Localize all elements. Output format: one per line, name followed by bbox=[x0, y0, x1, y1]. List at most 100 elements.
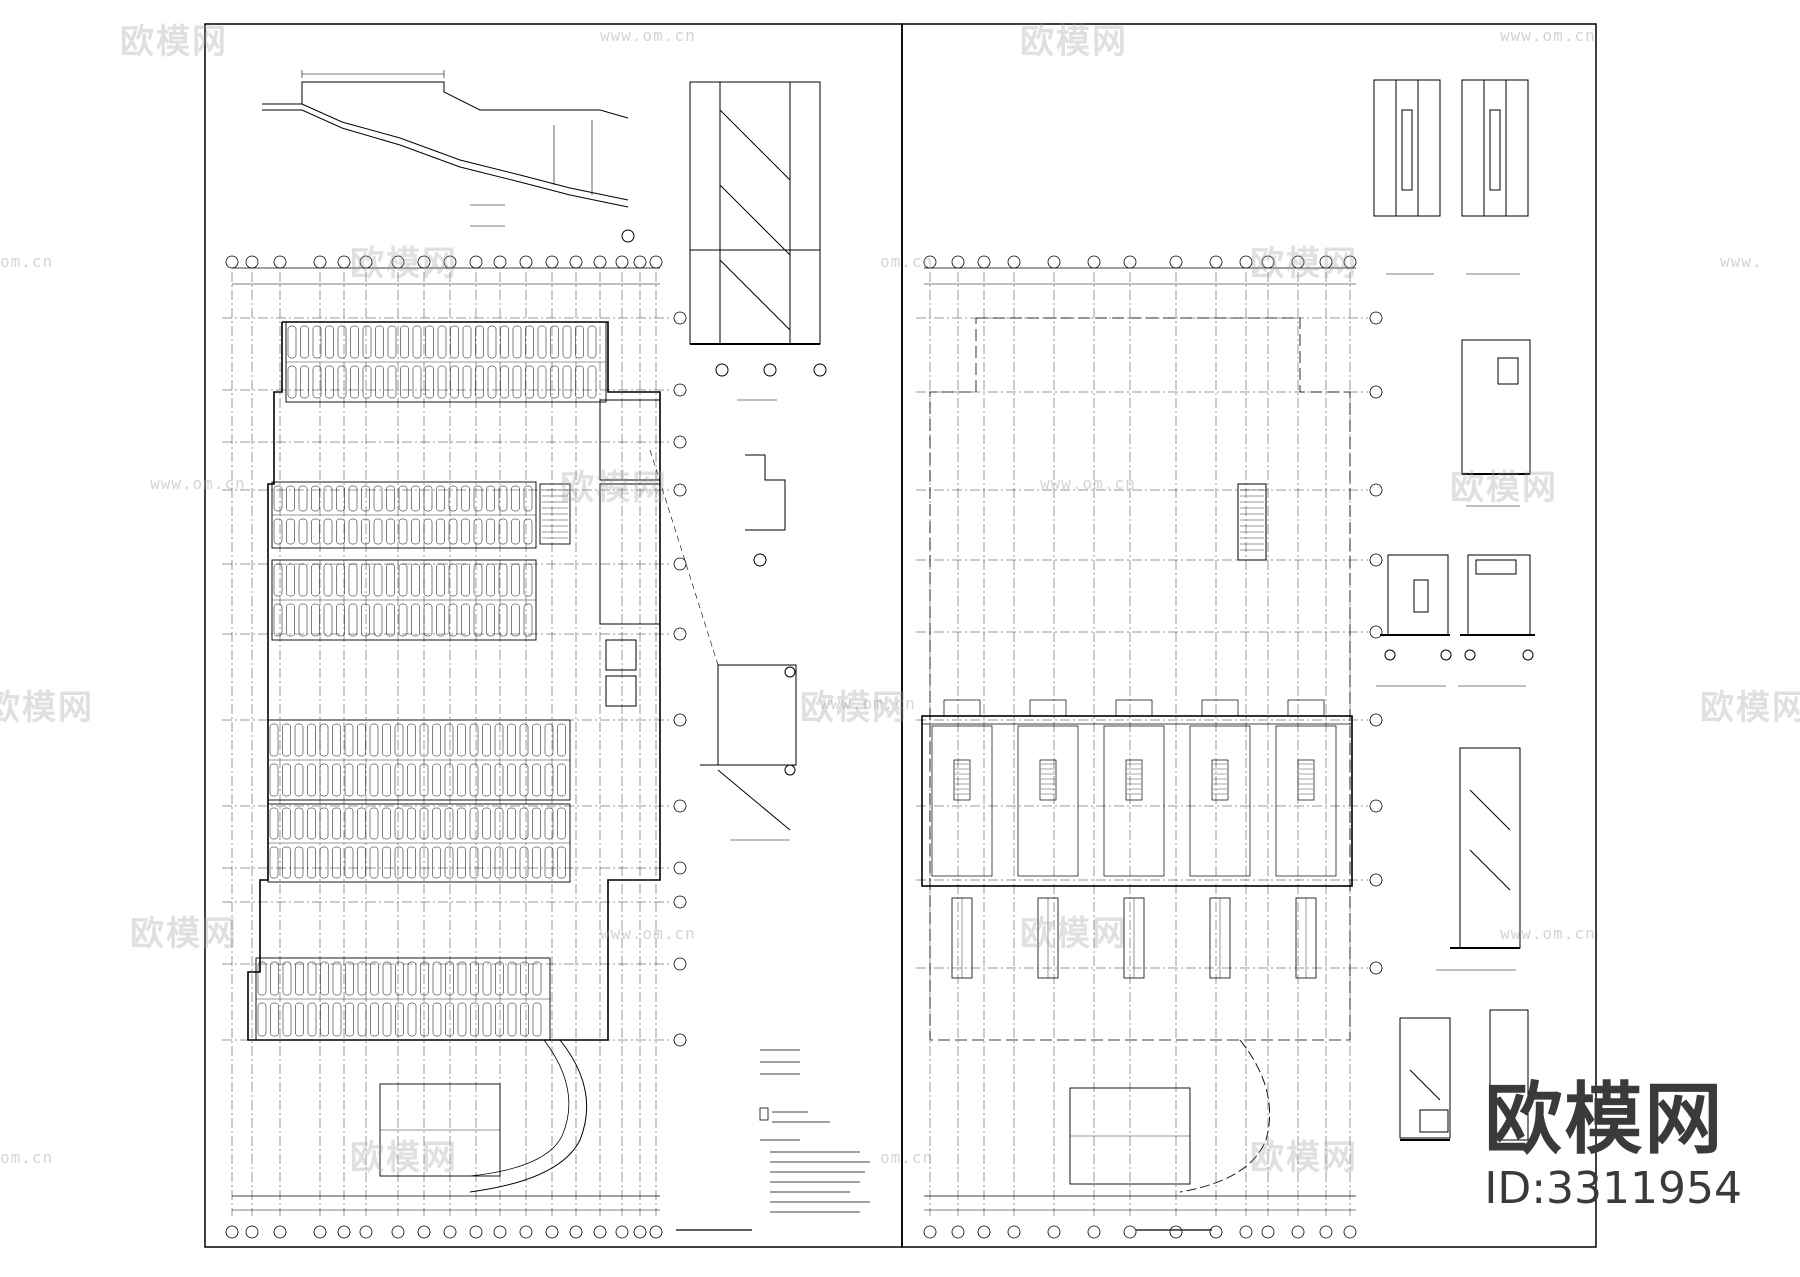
car-stall bbox=[512, 325, 522, 359]
car-stall bbox=[357, 723, 366, 757]
axis-bubble-top bbox=[225, 255, 239, 269]
car-stall bbox=[373, 485, 383, 512]
axis-bubble-right bbox=[673, 957, 687, 971]
car-stall bbox=[507, 763, 516, 797]
car-stall bbox=[461, 563, 470, 597]
car-stall bbox=[269, 723, 279, 757]
car-stall bbox=[507, 1002, 517, 1037]
axis-bubble-bottom bbox=[1169, 1225, 1183, 1239]
car-stall bbox=[544, 723, 554, 757]
car-stall bbox=[273, 518, 283, 545]
car-stall bbox=[398, 603, 408, 637]
car-stall bbox=[519, 807, 529, 840]
car-stall bbox=[373, 603, 383, 637]
car-stall bbox=[519, 763, 529, 797]
car-stall bbox=[311, 563, 320, 597]
axis-bubble-top bbox=[313, 255, 327, 269]
car-stall bbox=[320, 961, 329, 996]
axis-bubble-top bbox=[951, 255, 965, 269]
ramp-box bbox=[605, 675, 637, 707]
car-stall bbox=[575, 365, 584, 399]
axis-bubble-right bbox=[1369, 625, 1383, 639]
axis-bubble-top bbox=[1319, 255, 1333, 269]
car-stall bbox=[400, 325, 409, 359]
axis-bubble-bottom bbox=[443, 1225, 457, 1239]
car-stall bbox=[423, 485, 433, 512]
axis-bubble-top bbox=[977, 255, 991, 269]
car-stall bbox=[375, 325, 384, 359]
sheet-frames bbox=[204, 23, 1597, 1248]
car-stall bbox=[300, 325, 309, 359]
car-stall bbox=[469, 807, 479, 840]
car-stall bbox=[307, 961, 317, 996]
car-stall bbox=[336, 518, 345, 545]
car-stall bbox=[295, 961, 304, 996]
car-stall bbox=[495, 961, 504, 996]
right-stair-details bbox=[1373, 79, 1535, 1141]
car-stall bbox=[286, 485, 295, 512]
car-stall bbox=[357, 807, 366, 840]
axis-bubble-top bbox=[1007, 255, 1021, 269]
car-stall bbox=[507, 846, 516, 879]
axis-bubble-right bbox=[673, 1033, 687, 1047]
car-stall bbox=[469, 723, 479, 757]
car-stall bbox=[382, 846, 391, 879]
car-stall bbox=[407, 961, 417, 996]
car-stall bbox=[323, 603, 333, 637]
car-stall bbox=[520, 961, 529, 996]
car-stall bbox=[462, 325, 472, 359]
car-stall bbox=[411, 563, 420, 597]
car-stall bbox=[473, 518, 483, 545]
axis-bubble-top bbox=[273, 255, 287, 269]
car-stall bbox=[350, 325, 359, 359]
car-stall bbox=[436, 518, 445, 545]
axis-bubble-bottom bbox=[519, 1225, 533, 1239]
car-stall bbox=[332, 723, 341, 757]
car-stall bbox=[523, 563, 533, 597]
car-stall bbox=[419, 807, 429, 840]
axis-bubble-top bbox=[923, 255, 937, 269]
car-stall bbox=[432, 846, 441, 879]
car-stall bbox=[523, 603, 533, 637]
axis-bubble-right bbox=[673, 627, 687, 641]
car-stall bbox=[323, 563, 333, 597]
car-stall bbox=[423, 518, 433, 545]
unit-outline bbox=[1103, 725, 1165, 877]
axis-bubble-top bbox=[649, 255, 663, 269]
car-stall bbox=[336, 485, 345, 512]
car-stall bbox=[457, 1002, 467, 1037]
car-stall bbox=[287, 365, 297, 399]
car-stall bbox=[507, 807, 516, 840]
car-stall bbox=[544, 846, 554, 879]
car-stall bbox=[273, 485, 283, 512]
car-stall bbox=[482, 1002, 492, 1037]
car-stall bbox=[507, 723, 516, 757]
car-stall bbox=[370, 961, 379, 996]
car-stall bbox=[486, 603, 495, 637]
car-stall bbox=[373, 518, 383, 545]
car-stall bbox=[498, 485, 508, 512]
car-stall bbox=[495, 1002, 504, 1037]
car-stall bbox=[482, 763, 491, 797]
unit-stair bbox=[1211, 759, 1229, 801]
axis-bubble-right bbox=[673, 799, 687, 813]
car-stall bbox=[420, 1002, 429, 1037]
car-stall bbox=[282, 846, 291, 879]
axis-bubble-bottom bbox=[569, 1225, 583, 1239]
axis-bubble-bottom bbox=[469, 1225, 483, 1239]
car-stall bbox=[557, 763, 566, 797]
car-stall bbox=[257, 1002, 267, 1037]
axis-bubble-right bbox=[673, 435, 687, 449]
unit-outline bbox=[931, 725, 993, 877]
car-stall bbox=[511, 563, 520, 597]
right-floor-plan bbox=[916, 255, 1383, 1239]
axis-bubble-bottom bbox=[1319, 1225, 1333, 1239]
axis-bubble-top bbox=[1209, 255, 1223, 269]
axis-bubble-bottom bbox=[951, 1225, 965, 1239]
stair-box bbox=[539, 483, 571, 545]
car-stall bbox=[482, 846, 491, 879]
car-stall bbox=[423, 563, 433, 597]
car-stall bbox=[562, 365, 572, 399]
axis-bubble-right bbox=[1369, 961, 1383, 975]
car-stall bbox=[407, 763, 416, 797]
